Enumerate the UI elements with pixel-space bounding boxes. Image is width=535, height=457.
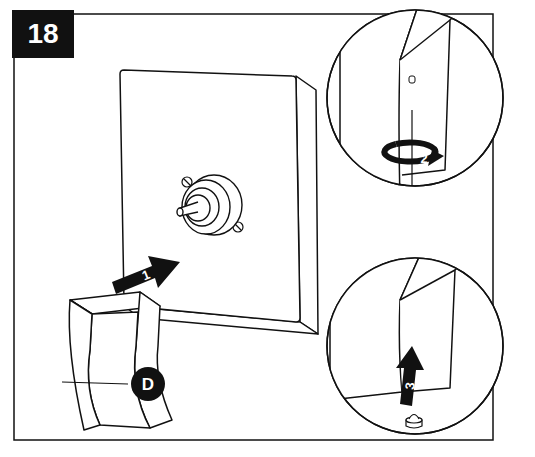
callout-number: 2 — [420, 152, 427, 165]
valve-stem — [177, 175, 242, 235]
part-label: D — [142, 376, 154, 393]
wall-plate — [120, 70, 318, 334]
lift-arrow — [396, 346, 424, 406]
detail-circle — [327, 0, 503, 210]
lever-handle — [69, 292, 172, 430]
insert-arrow — [112, 256, 180, 294]
set-screw — [406, 415, 422, 429]
rotation-arrow — [396, 142, 436, 160]
step-number: 18 — [27, 20, 58, 48]
detail-circle — [327, 255, 503, 434]
step-box — [12, 10, 74, 58]
leader-line — [62, 382, 128, 384]
callout-number: 3 — [403, 382, 417, 391]
part-label-circle — [131, 367, 165, 401]
